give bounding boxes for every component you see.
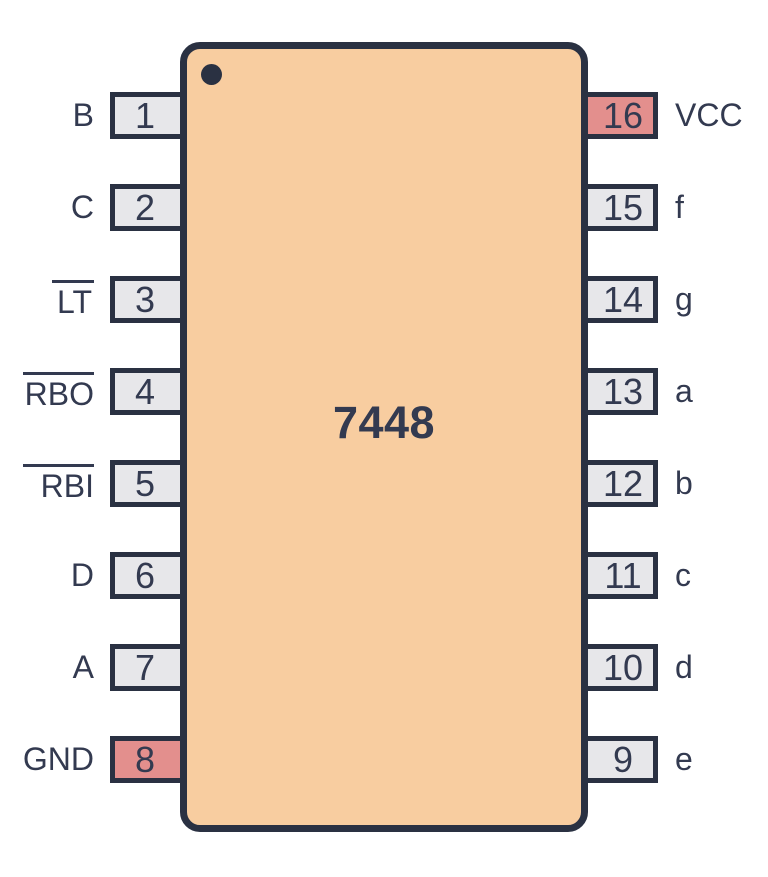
pin-8-label-text: GND	[22, 741, 94, 777]
pin-5-label-text: RBI	[22, 463, 94, 504]
pin-13-box: 13	[580, 368, 658, 415]
pin-5-number: 5	[134, 462, 156, 504]
pin-7-box: 7	[110, 644, 188, 691]
pin-1-box: 1	[110, 92, 188, 139]
pin-12-box: 12	[580, 460, 658, 507]
pin-9-label-text: e	[675, 741, 693, 777]
pin-4-label: RBO	[0, 368, 94, 415]
pin-8-box: 8	[110, 736, 188, 783]
pin-3-label-text: LT	[52, 279, 94, 320]
pin-5-label: RBI	[0, 460, 94, 507]
pin-13-number: 13	[602, 370, 644, 412]
pin-10-box: 10	[580, 644, 658, 691]
pin-9-box: 9	[580, 736, 658, 783]
pin-1-label: B	[0, 92, 94, 139]
pin-15-box: 15	[580, 184, 658, 231]
pin-2-label-text: C	[70, 189, 94, 225]
pin-7-label-text: A	[72, 649, 94, 685]
pin-10-number: 10	[602, 646, 644, 688]
pin-7-number: 7	[134, 646, 156, 688]
pin-16-box: 16	[580, 92, 658, 139]
pin-4-number: 4	[134, 370, 156, 412]
pin-7-label: A	[0, 644, 94, 691]
pin-12-number: 12	[602, 462, 644, 504]
pin-5-box: 5	[110, 460, 188, 507]
pin-10-label-text: d	[675, 649, 693, 685]
pin-15-number: 15	[602, 186, 644, 228]
pin-6-box: 6	[110, 552, 188, 599]
pin-3-number: 3	[134, 278, 156, 320]
pin-14-number: 14	[602, 278, 644, 320]
pin-4-box: 4	[110, 368, 188, 415]
pin-11-box: 11	[580, 552, 658, 599]
pin-16-number: 16	[602, 94, 644, 136]
pin-8-number: 8	[134, 738, 156, 780]
pin-6-number: 6	[134, 554, 156, 596]
pin-11-label: c	[675, 552, 768, 599]
pin-9-number: 9	[612, 738, 634, 780]
pin-1-label-text: B	[72, 97, 94, 133]
pin-15-label-text: f	[675, 189, 684, 225]
pin-10-label: d	[675, 644, 768, 691]
pin-13-label-text: a	[675, 373, 693, 409]
pin-15-label: f	[675, 184, 768, 231]
pin-14-label-text: g	[675, 281, 693, 317]
pin-11-number: 11	[604, 554, 642, 596]
pin-8-label: GND	[0, 736, 94, 783]
pin-2-box: 2	[110, 184, 188, 231]
pin-9-label: e	[675, 736, 768, 783]
pin-14-label: g	[675, 276, 768, 323]
pin-2-number: 2	[134, 186, 156, 228]
pin-16-label-text: VCC	[675, 97, 743, 133]
pin-6-label: D	[0, 552, 94, 599]
pin-12-label: b	[675, 460, 768, 507]
pin-4-label-text: RBO	[22, 371, 94, 412]
pin-6-label-text: D	[70, 557, 94, 593]
chip-body	[180, 42, 588, 832]
pin-3-label: LT	[0, 276, 94, 323]
pin-11-label-text: c	[675, 557, 691, 593]
pin-16-label: VCC	[675, 92, 768, 139]
pin-12-label-text: b	[675, 465, 693, 501]
pin-3-box: 3	[110, 276, 188, 323]
pin-14-box: 14	[580, 276, 658, 323]
chip-title: 7448	[332, 397, 436, 448]
pin-2-label: C	[0, 184, 94, 231]
pin1-indicator-dot-icon	[201, 64, 222, 85]
pin-13-label: a	[675, 368, 768, 415]
pin-1-number: 1	[134, 94, 156, 136]
